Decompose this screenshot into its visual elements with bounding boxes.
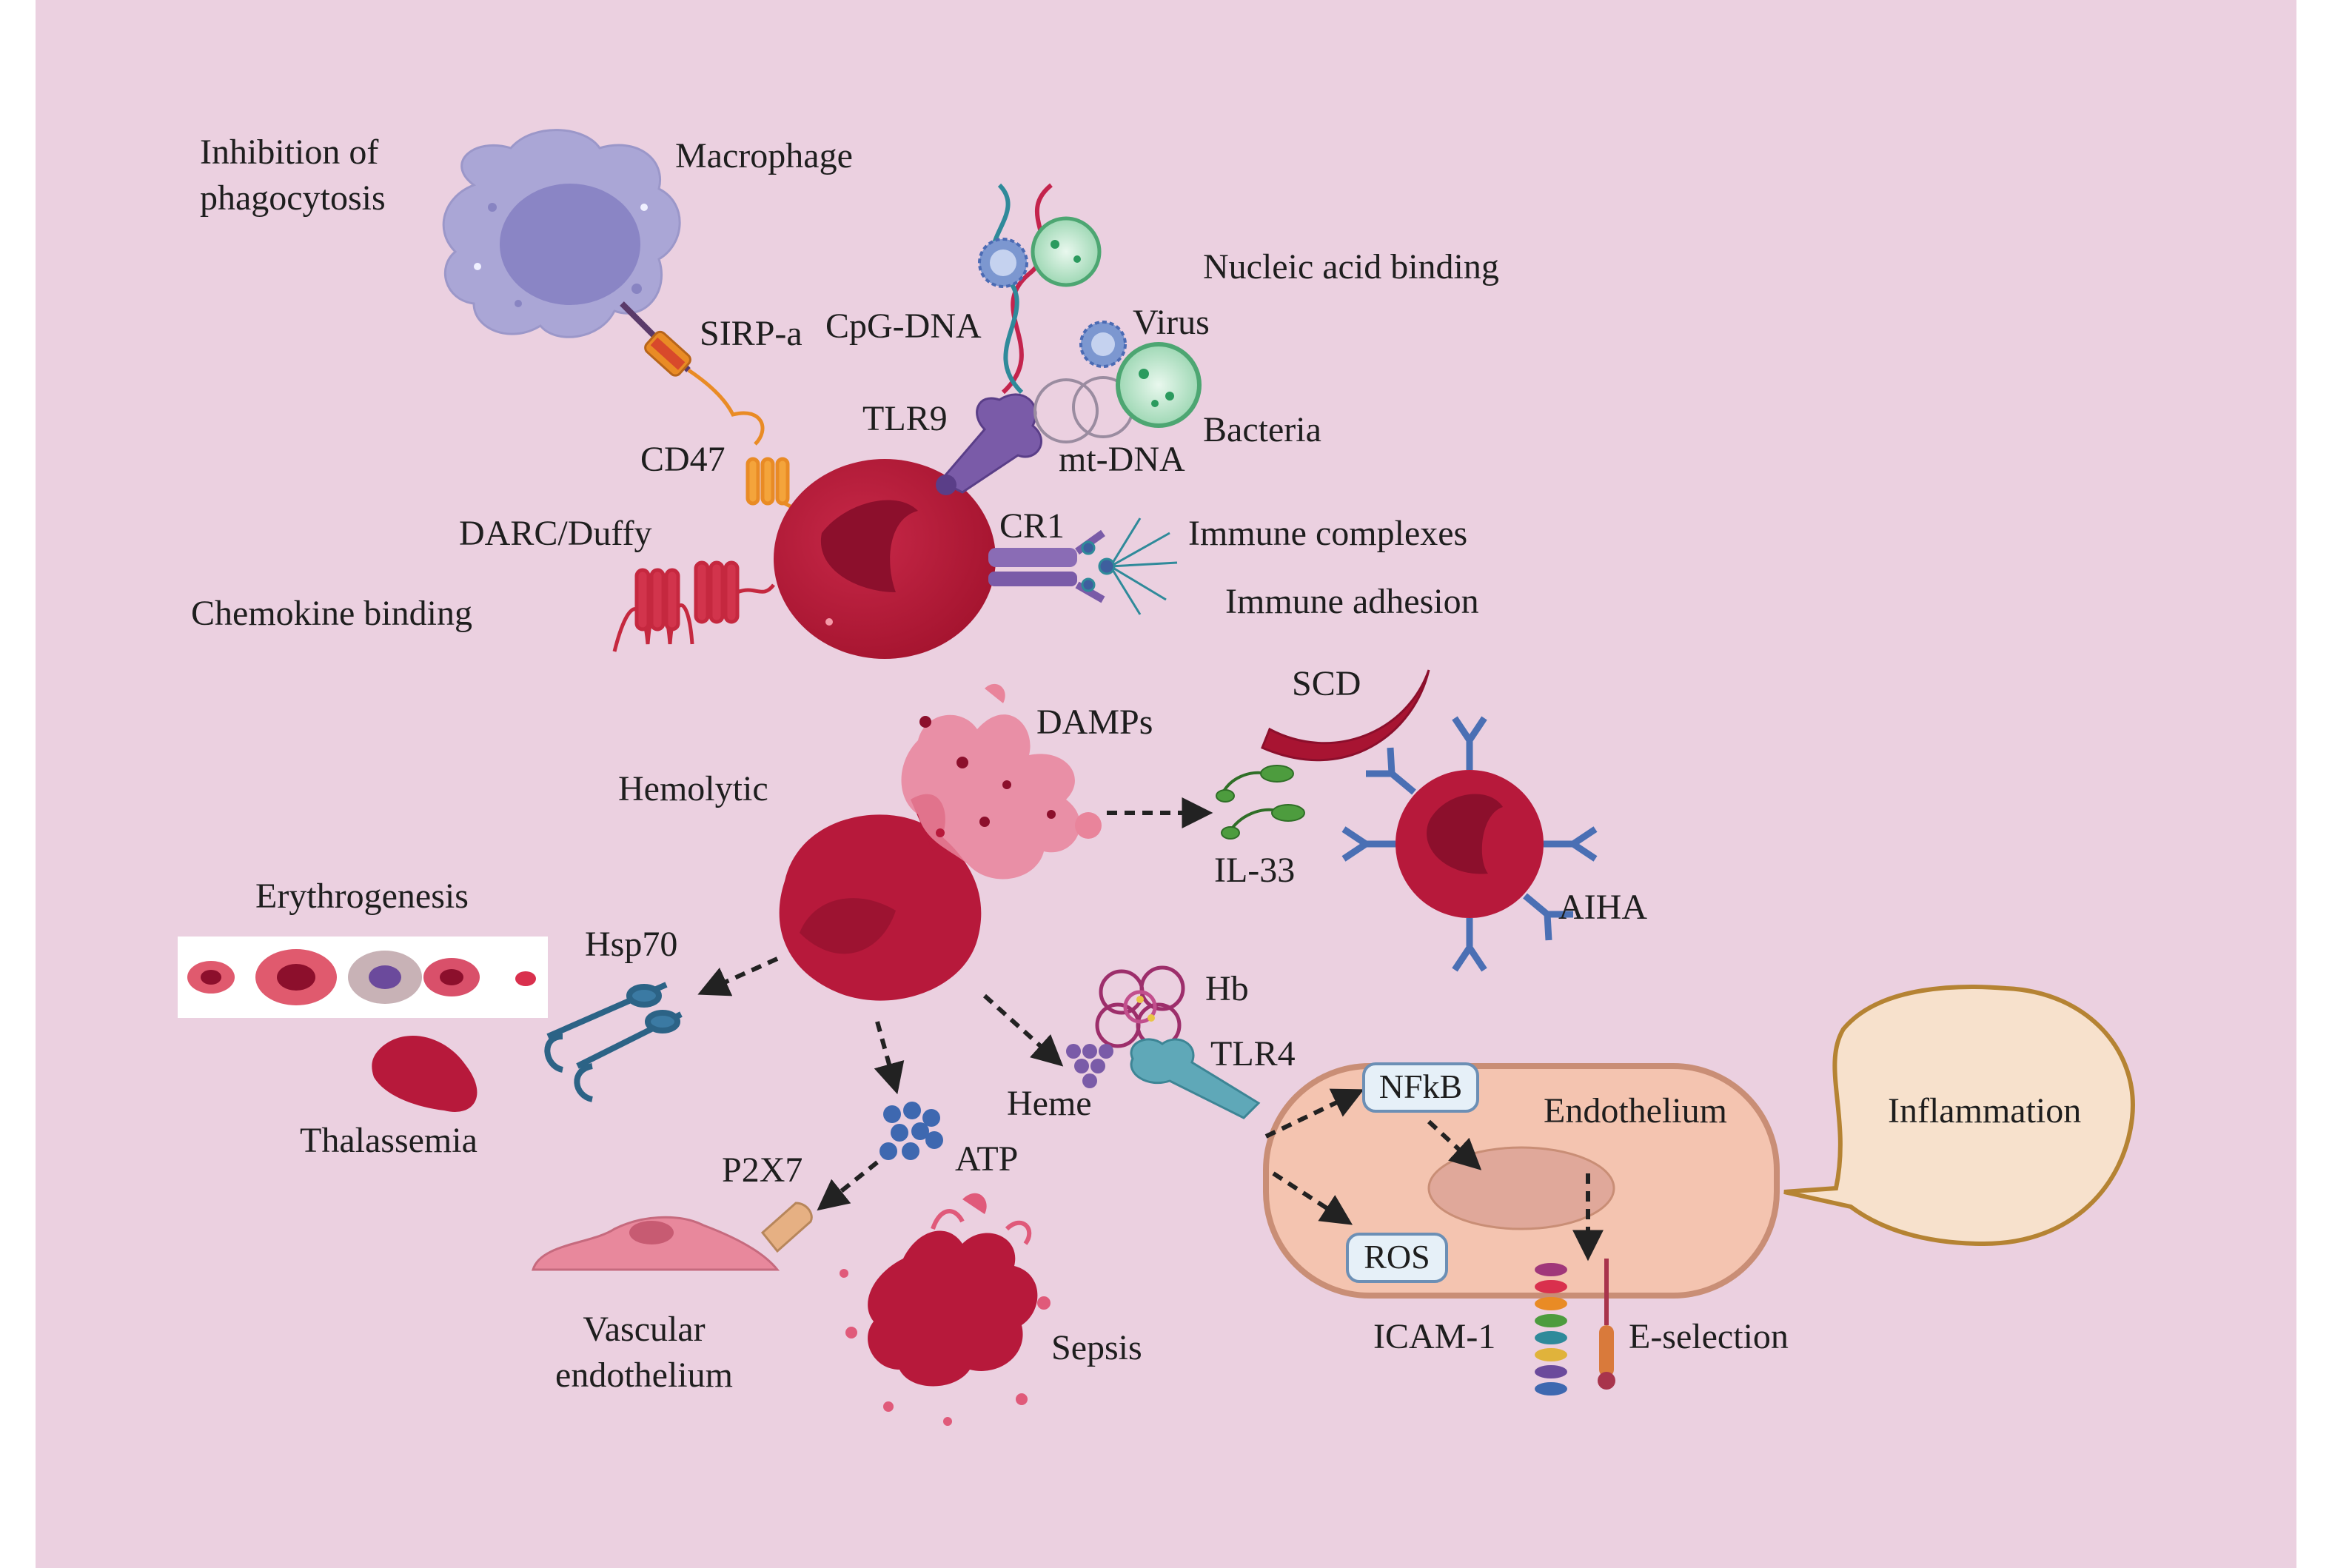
p2x7-receptor-icon [760,1202,813,1253]
label-inhibition-of-phagocytosis: Inhibition of phagocytosis [200,133,386,218]
arrow-atp-p2x7 [817,1160,879,1211]
bacteria-icon-top [1031,216,1102,287]
arrow-hemolytic-hsp70 [697,956,779,996]
label-tlr9: TLR9 [862,399,948,438]
label-atp: ATP [955,1139,1019,1179]
label-vascular-endothelium: Vascular endothelium [555,1310,733,1396]
label-e-selection: E-selection [1629,1317,1789,1356]
icam1-icon [1535,1263,1567,1396]
red-blood-cell-top [774,459,996,659]
aiha-cell-icon [1395,770,1544,918]
heme-icon [1066,1044,1113,1088]
label-thalassemia: Thalassemia [300,1121,478,1160]
darc-duffy-receptor-icon [612,560,775,652]
label-scd: SCD [1292,664,1361,703]
nfkb-box: NFkB [1362,1062,1479,1113]
immune-complex-icon [1081,517,1178,615]
label-cr1: CR1 [999,506,1065,546]
tlr4-receptor-icon [1130,1038,1261,1119]
macrophage-cell [442,129,681,338]
virus-icon-top [978,238,1028,288]
antibody-icon [1341,716,1598,972]
hemoglobin-icon [1095,965,1185,1048]
damps-burst-icon [901,683,1102,880]
sirpa-receptor-icon [620,301,691,377]
label-heme: Heme [1007,1084,1092,1123]
label-il33: IL-33 [1214,851,1296,890]
label-hsp70: Hsp70 [585,925,678,964]
label-damps: DAMPs [1036,703,1153,742]
il33-icon [1216,765,1305,840]
label-tlr4: TLR4 [1210,1034,1296,1073]
arrow-nfkb-nucleus [1427,1119,1482,1170]
cd47-receptor-icon [687,368,816,516]
tlr9-receptor-icon [936,393,1042,495]
label-icam1: ICAM-1 [1373,1317,1496,1356]
label-inflammation: Inflammation [1888,1091,2082,1130]
inflammation-bubble [1783,985,2135,1247]
label-immune-complexes: Immune complexes [1188,514,1468,553]
diagram-panel [36,0,2296,1568]
thalassemia-cell-icon [372,1035,478,1112]
label-nucleic-acid-binding: Nucleic acid binding [1203,247,1499,287]
label-sirp-a: SIRP-a [700,314,803,353]
label-endothelium: Endothelium [1544,1091,1727,1130]
sepsis-burst-icon [840,1193,1051,1426]
virus-icon [1079,321,1127,368]
ros-box: ROS [1346,1233,1448,1283]
label-aiha: AIHA [1558,888,1647,927]
hsp70-icon [544,982,683,1102]
label-hemolytic: Hemolytic [618,769,768,808]
label-bacteria: Bacteria [1203,410,1321,449]
label-p2x7: P2X7 [722,1150,803,1190]
bacteria-icon [1116,342,1202,428]
label-chemokine-binding: Chemokine binding [191,594,472,633]
label-mt-dna: mt-DNA [1059,440,1185,479]
arrow-hemolytic-atp [874,1021,905,1095]
arrows [697,797,1604,1262]
arrow-tlr4-ros [1272,1171,1353,1225]
label-erythrogenesis: Erythrogenesis [255,877,469,916]
e-selection-icon [1598,1259,1615,1390]
erythrogenesis-strip [178,937,548,1018]
label-macrophage: Macrophage [675,136,853,175]
label-cd47: CD47 [640,440,726,479]
atp-icon [879,1102,943,1160]
label-immune-adhesion: Immune adhesion [1225,582,1479,621]
label-cpg-dna: CpG-DNA [825,306,982,346]
vascular-endothelial-cell-icon [532,1216,780,1271]
label-sepsis: Sepsis [1051,1328,1142,1367]
label-virus: Virus [1133,303,1210,342]
label-hb: Hb [1205,969,1249,1008]
sickle-cell-icon [1261,669,1430,762]
label-darc-duffy: DARC/Duffy [459,514,652,553]
